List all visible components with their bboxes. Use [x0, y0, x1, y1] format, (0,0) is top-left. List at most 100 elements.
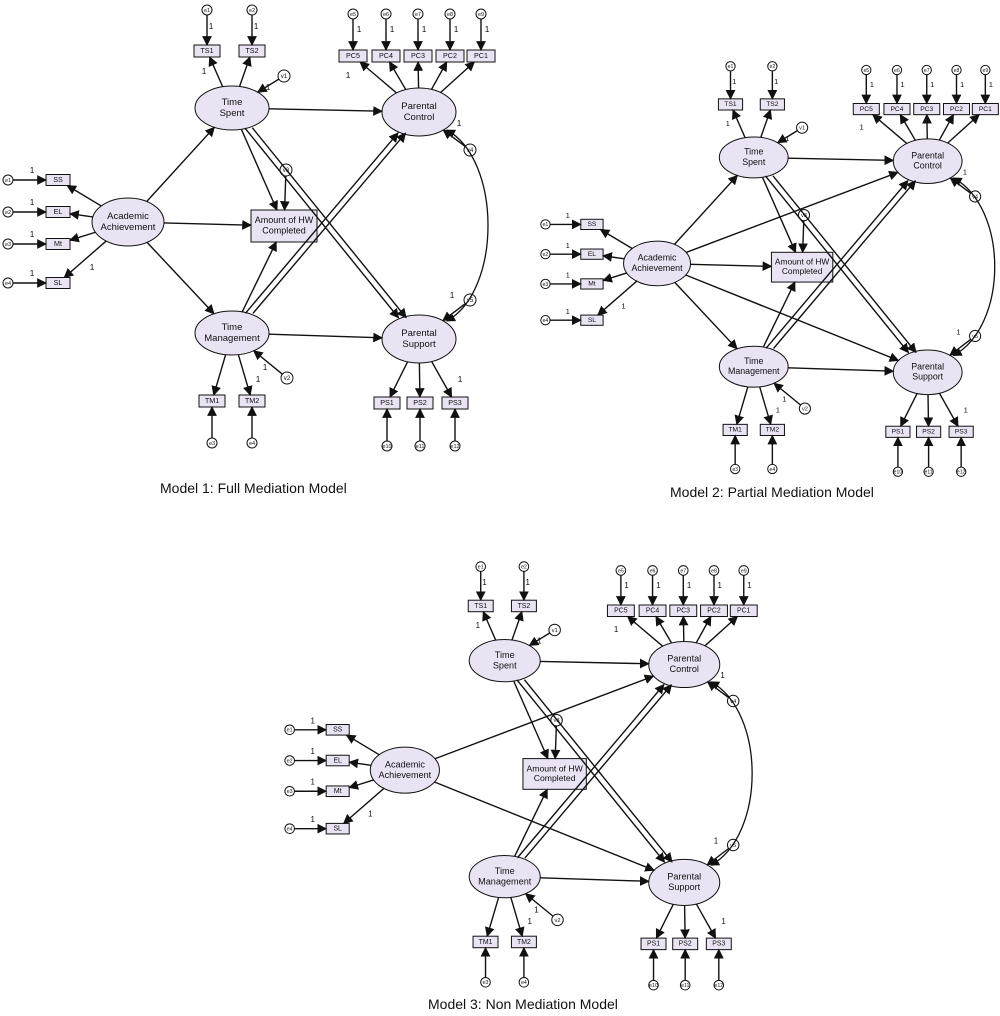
fixed-path-label: 1 — [960, 80, 964, 89]
error-term-label: e2 — [543, 252, 549, 258]
fixed-path-label: 1 — [687, 581, 692, 590]
fixed-loading-label: 1 — [368, 809, 373, 818]
time-management-latent — [468, 855, 541, 899]
error-term-label: e11 — [681, 983, 689, 989]
indicator-sl-label: SL — [54, 278, 63, 287]
fixed-loading-label: 1 — [202, 67, 207, 76]
fixed-path-label: 1 — [963, 167, 967, 176]
indicator-el-label: EL — [333, 757, 342, 764]
indicator-pc2-label: PC2 — [443, 51, 457, 60]
fixed-path-label: 1 — [718, 581, 723, 590]
error-term-label: e4 — [287, 827, 293, 833]
error-term — [540, 219, 551, 230]
fixed-path-label: 1 — [311, 815, 316, 824]
covariance-v4-v5 — [952, 177, 996, 357]
loading-arrow — [388, 61, 407, 90]
indicator-mt-label: Mt — [334, 788, 342, 795]
academic-achievement-latent-label: Academic — [107, 211, 149, 222]
fixed-loading-label: 1 — [476, 621, 481, 630]
indicator-pc1-label: PC1 — [737, 608, 751, 615]
loading-arrow — [704, 615, 739, 647]
disturbance-arrow — [798, 220, 808, 254]
loading-arrow — [655, 615, 673, 644]
error-term-label: e3 — [287, 789, 293, 795]
time-spent-latent — [194, 85, 270, 131]
indicator-pc4-label: PC4 — [646, 608, 660, 615]
indicator-ts2-label: TS2 — [245, 46, 258, 55]
indicator-sl-label: SL — [588, 317, 596, 324]
error-term-label: e10 — [382, 444, 391, 450]
fixed-path-label: 1 — [457, 119, 462, 128]
academic-achievement-latent-label: Academic — [638, 253, 677, 263]
indicator-ss-label: SS — [53, 175, 63, 184]
error-term-label: e5 — [863, 68, 869, 74]
fixed-path-label: 1 — [930, 80, 934, 89]
error-term-label: e6 — [894, 68, 900, 74]
fixed-path-label: 1 — [30, 198, 35, 207]
indicator-el-label: EL — [588, 251, 596, 258]
parental-support-latent-label: Parental — [911, 362, 944, 372]
indicator-ts2-label: TS2 — [518, 603, 531, 610]
indicator-sl-label: SL — [333, 826, 342, 833]
error-term-label: e1 — [287, 728, 293, 734]
fixed-loading-label: 1 — [458, 375, 463, 384]
academic-achievement-latent-label: Achievement — [379, 770, 432, 780]
academic-achievement-latent — [91, 197, 165, 247]
parental-support-latent-label: Parental — [667, 872, 701, 882]
fixed-loading-label: 1 — [726, 119, 730, 128]
fixed-path-label: 1 — [422, 25, 427, 34]
error-term-label: e7 — [924, 68, 930, 74]
loading-arrow — [343, 787, 385, 825]
loading-arrow — [63, 240, 107, 279]
disturbance-v2-label: v2 — [554, 918, 560, 924]
error-term-label: e3 — [543, 282, 549, 288]
parental-control-latent-label: Parental — [911, 150, 944, 160]
error-term — [518, 976, 530, 988]
structural-path — [540, 876, 650, 886]
fixed-path-label: 1 — [311, 716, 316, 725]
parental-control-latent-label: Control — [404, 112, 435, 123]
parental-support-latent-label: Support — [912, 372, 943, 382]
fixed-path-label: 1 — [526, 578, 531, 587]
fixed-path-label: 1 — [311, 747, 316, 756]
disturbance-v4-label: v4 — [730, 699, 737, 705]
structural-path — [241, 241, 277, 313]
loading-arrow — [602, 272, 627, 283]
error-term-label: e12 — [957, 470, 966, 476]
indicator-pc2-label: PC2 — [950, 106, 963, 113]
time-spent-latent-label: Time — [744, 147, 763, 157]
fixed-path-label: 1 — [774, 77, 778, 86]
fixed-path-label: 1 — [534, 905, 539, 914]
error-term-label: e6 — [650, 568, 656, 574]
error-term-label: e1 — [543, 222, 549, 228]
structural-path — [252, 132, 407, 314]
loading-arrow — [482, 610, 497, 641]
loading-arrow — [938, 113, 955, 141]
parental-control-latent-label: Control — [913, 161, 941, 171]
error-term-label: e11 — [925, 470, 933, 476]
error-term-label: e1 — [204, 8, 210, 14]
fixed-loading-label: 1 — [776, 405, 780, 414]
hw-completed-observed-label: Completed — [534, 773, 576, 783]
fixed-path-label: 1 — [714, 836, 719, 845]
disturbance-arrow — [528, 632, 551, 647]
disturbance-v1-label: v1 — [281, 74, 288, 80]
disturbance-arrow — [279, 175, 290, 211]
loading-arrow — [510, 897, 525, 938]
fixed-path-label: 1 — [720, 671, 725, 680]
model-3-diagram: AcademicAchievementTimeSpentTimeManageme… — [284, 561, 758, 991]
loading-arrow — [899, 113, 916, 141]
loading-arrow — [626, 615, 664, 647]
structural-path — [524, 684, 673, 859]
fixed-path-label: 1 — [566, 307, 570, 316]
error-term-label: e3 — [483, 980, 489, 986]
fixed-path-label: 1 — [747, 581, 752, 590]
disturbance-v3-label: v3 — [801, 213, 807, 219]
parental-control-latent-label: Parental — [401, 101, 436, 112]
parental-support-latent-label: Support — [668, 882, 700, 892]
time-spent-latent — [718, 136, 789, 179]
fixed-path-label: 1 — [30, 269, 35, 278]
fixed-loading-label: 1 — [614, 625, 619, 634]
structural-path — [146, 241, 215, 315]
